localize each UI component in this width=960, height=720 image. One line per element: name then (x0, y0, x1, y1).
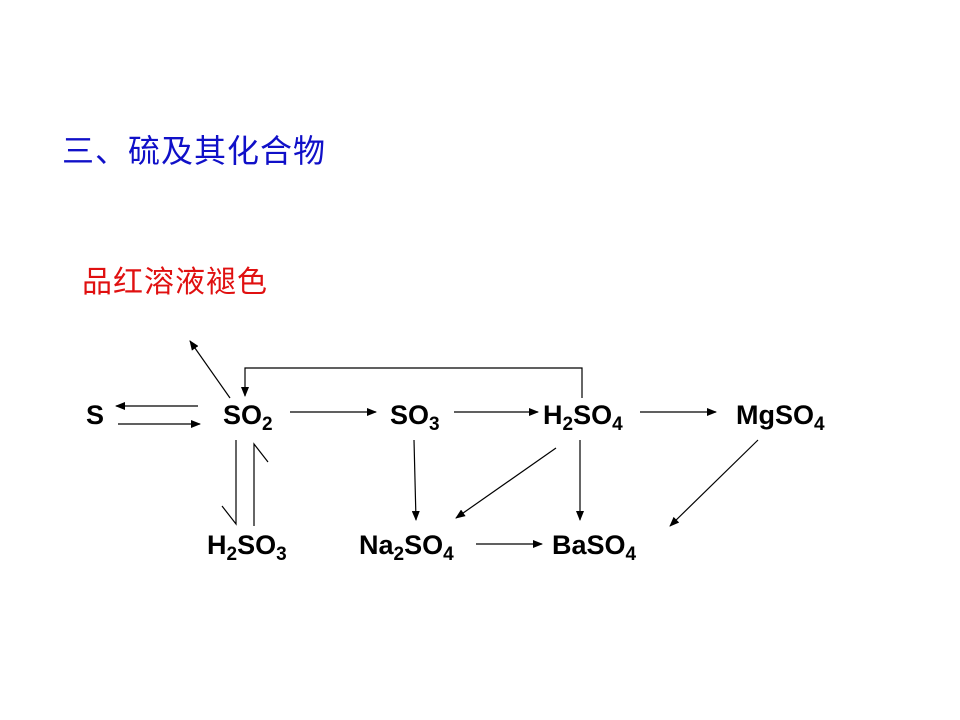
formula-subscript: 4 (814, 414, 825, 435)
formula-text: SO (573, 400, 613, 430)
formula-subscript: 2 (562, 414, 574, 435)
formula-subscript: 3 (276, 544, 287, 565)
compound-h2so4: H2SO4 (543, 400, 623, 435)
arrow-so3-to-na2so4 (411, 439, 420, 521)
arrow-h2so4-to-so2 (241, 367, 583, 398)
formula-subscript: 2 (226, 544, 238, 565)
compound-s: S (86, 402, 104, 429)
arrow-h2so3-to-so2 (253, 442, 269, 526)
formula-subscript: 2 (262, 414, 273, 435)
fuchsin-note: 品红溶液褪色 (82, 265, 268, 300)
formula-text: BaSO (552, 530, 626, 560)
formula-subscript: 4 (625, 544, 637, 565)
compound-so2: SO2 (223, 400, 273, 435)
compound-so3: SO3 (390, 400, 440, 435)
formula-text: Na (359, 530, 394, 560)
formula-text: S (86, 400, 105, 430)
formula-text: SO (390, 400, 430, 430)
formula-text: H (207, 530, 227, 560)
compound-h2so3: H2SO3 (207, 530, 287, 565)
arrow-so2-bleach (189, 340, 231, 399)
arrow-so2-to-h2so3 (221, 440, 237, 526)
slide-title: 三、硫及其化合物 (62, 132, 327, 170)
formula-text: H (543, 400, 563, 430)
compound-na2so4: Na2SO4 (359, 530, 454, 565)
arrow-h2so4-to-na2so4 (455, 447, 557, 519)
compound-baso4: BaSO4 (552, 530, 636, 565)
formula-subscript: 3 (429, 414, 440, 435)
formula-subscript: 2 (393, 544, 405, 565)
arrow-mgso4-to-baso4 (669, 439, 759, 527)
formula-text: MgSO (736, 400, 814, 430)
formula-text: SO (237, 530, 277, 560)
compound-mgso4: MgSO4 (736, 400, 825, 435)
formula-text: SO (223, 400, 263, 430)
formula-subscript: 4 (612, 414, 623, 435)
formula-subscript: 4 (443, 544, 454, 565)
formula-text: SO (404, 530, 444, 560)
